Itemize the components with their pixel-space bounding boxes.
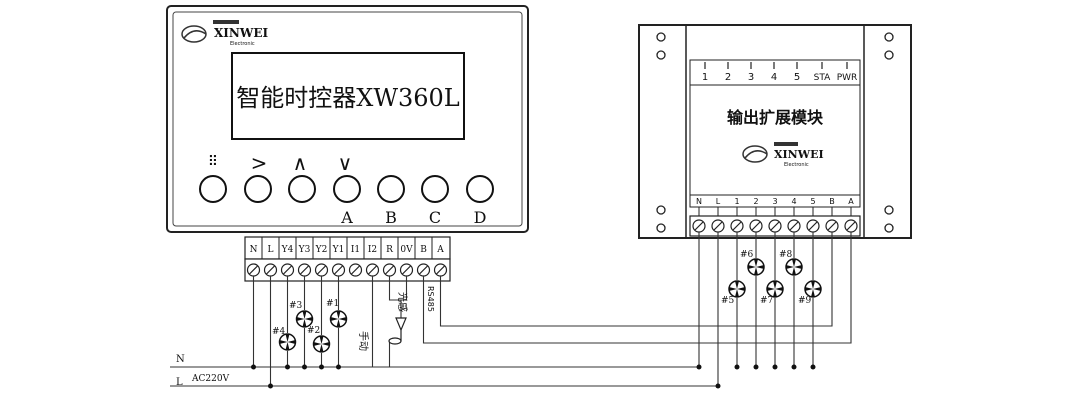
output-module: 1 2 3 4 5 STA PWR 输出扩展模块 XINWEI Electron…	[638, 24, 912, 239]
button-b[interactable]	[377, 175, 405, 203]
led-sta-label: STA	[814, 73, 832, 83]
lcd-display	[231, 52, 465, 140]
led-1-label: 1	[702, 72, 708, 83]
right-symbol: >	[251, 151, 268, 175]
terminal-0v: 0V	[400, 245, 413, 255]
button-a[interactable]	[333, 175, 361, 203]
controller-terminal-block: N L Y4 Y3 Y2 Y1 I1 I2 R 0V B A	[244, 236, 451, 282]
mod-terminal-2: 2	[753, 197, 758, 206]
menu-symbol: ⠿	[208, 154, 218, 170]
light-sensor-label: 光感	[396, 292, 409, 312]
display-text: 智能时控器XW360L	[236, 84, 460, 112]
controller-logo-name: XINWEI	[214, 26, 269, 40]
module-logo-name: XINWEI	[774, 148, 824, 161]
mod-terminal-l: L	[716, 197, 721, 206]
module-logo-sub: Electronic	[784, 162, 809, 168]
button-a-label: A	[340, 208, 353, 227]
terminal-b: B	[420, 245, 427, 255]
module-logo: XINWEI Electronic	[742, 142, 824, 168]
lamp-8-label: #8	[779, 250, 793, 260]
lamp-1-label: #1	[326, 299, 339, 309]
lamp-9-label: #9	[798, 296, 812, 306]
lamp-5-label: #5	[721, 296, 735, 306]
lamp-5-icon	[728, 280, 746, 298]
down-symbol: ∨	[338, 151, 353, 175]
terminal-y2: Y2	[315, 245, 328, 255]
terminal-n: N	[250, 245, 258, 255]
mod-terminal-b: B	[829, 197, 835, 206]
controller-unit: XINWEI Electronic 智能时控器XW360L ⠿ > ∧ ∨ A …	[166, 5, 529, 233]
led-row: 1 2 3 4 5 STA PWR	[702, 62, 857, 83]
terminal-y1: Y1	[332, 245, 345, 255]
mod-terminal-a: A	[848, 197, 854, 206]
lamp-7-label: #7	[760, 296, 774, 306]
controller-logo-sub: Electronic	[230, 41, 255, 47]
lamp-1-icon	[329, 310, 348, 328]
lamp-2-label: #2	[307, 326, 320, 336]
right-button[interactable]	[244, 175, 272, 203]
lamp-3-label: #3	[289, 301, 303, 311]
button-c-label: C	[429, 208, 441, 227]
terminal-i2: I2	[368, 245, 377, 255]
lamp-6-label: #6	[740, 250, 754, 260]
terminal-y4: Y4	[281, 245, 294, 255]
manual-switch-label: 手动	[357, 331, 370, 351]
terminal-a: A	[436, 245, 444, 255]
mod-terminal-5: 5	[810, 197, 815, 206]
mod-terminal-1: 1	[734, 197, 739, 206]
mod-terminal-3: 3	[772, 197, 777, 206]
wires	[170, 232, 852, 387]
terminal-l: L	[268, 245, 274, 255]
rs485-label: RS485	[426, 286, 435, 312]
button-d-label: D	[474, 208, 487, 227]
button-b-label: B	[385, 208, 397, 227]
led-2-label: 2	[725, 72, 731, 83]
controller-logo: XINWEI Electronic	[181, 20, 269, 47]
button-d[interactable]	[466, 175, 494, 203]
led-3-label: 3	[748, 72, 754, 83]
led-5-label: 5	[794, 72, 800, 83]
terminal-r: R	[386, 245, 393, 255]
n-line-label: N	[176, 354, 185, 365]
light-sensor-icon	[388, 317, 407, 345]
supply-label: AC220V	[191, 374, 230, 384]
module-title: 输出扩展模块	[727, 108, 824, 127]
mod-terminal-n: N	[696, 197, 702, 206]
led-pwr-label: PWR	[837, 73, 858, 83]
l-line-label: L	[176, 377, 183, 388]
led-4-label: 4	[771, 72, 777, 83]
lamp-3-icon	[295, 310, 314, 328]
up-symbol: ∧	[293, 151, 308, 175]
terminal-i1: I1	[351, 245, 360, 255]
module-terminal-block: N L 1 2 3 4 5 B A	[689, 194, 861, 237]
lamp-icons-left	[278, 310, 348, 353]
lamp-7-icon	[766, 280, 784, 298]
menu-button[interactable]	[199, 175, 227, 203]
lamp-6-icon	[747, 258, 765, 276]
button-c[interactable]	[421, 175, 449, 203]
lamp-9-icon	[804, 280, 822, 298]
up-button[interactable]	[288, 175, 316, 203]
terminal-y3: Y3	[298, 245, 311, 255]
lamp-8-icon	[785, 258, 803, 276]
lamp-4-icon	[278, 333, 297, 351]
mod-terminal-4: 4	[791, 197, 796, 206]
lamp-2-icon	[312, 335, 331, 353]
lamp-icons-right	[728, 258, 822, 298]
wire-junctions	[251, 364, 816, 389]
lamp-4-label: #4	[272, 327, 286, 337]
